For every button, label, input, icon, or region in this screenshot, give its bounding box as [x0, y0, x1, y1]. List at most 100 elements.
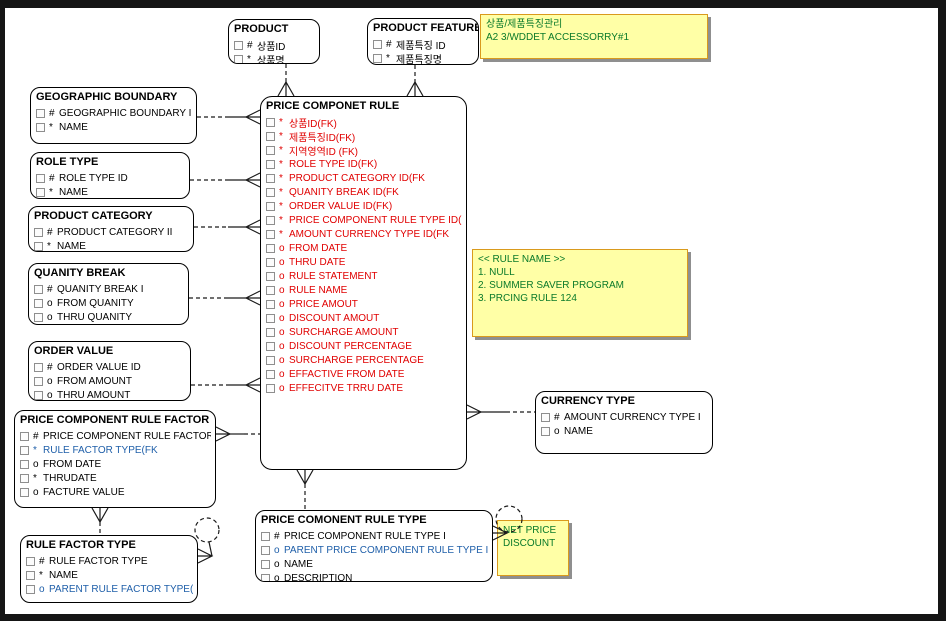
attribute-row[interactable]: #PRICE COMPONENT RULE TYPE I: [261, 529, 488, 543]
attribute-checkbox[interactable]: [266, 285, 275, 295]
connector-order-value-rule[interactable]: [191, 377, 261, 393]
attribute-checkbox[interactable]: [266, 369, 275, 379]
attribute-checkbox[interactable]: [34, 312, 43, 322]
attribute-checkbox[interactable]: [261, 545, 270, 555]
attribute-checkbox[interactable]: [266, 299, 275, 309]
connector-rule-factor-type-recursive[interactable]: [194, 517, 220, 564]
attribute-checkbox[interactable]: [36, 122, 45, 132]
connector-product-feature-rule[interactable]: [406, 65, 424, 97]
attribute-row[interactable]: #상품ID: [234, 38, 315, 52]
attribute-checkbox[interactable]: [541, 426, 550, 436]
connector-product-category-rule[interactable]: [194, 219, 261, 235]
attribute-checkbox[interactable]: [266, 145, 275, 155]
attribute-checkbox[interactable]: [266, 327, 275, 337]
attribute-checkbox[interactable]: [34, 284, 43, 294]
attribute-checkbox[interactable]: [36, 187, 45, 197]
entity-price-component-rule-factor[interactable]: PRICE COMPONENT RULE FACTOR #PRICE COMPO…: [14, 410, 216, 508]
attribute-checkbox[interactable]: [234, 40, 243, 50]
attribute-row[interactable]: *AMOUNT CURRENCY TYPE ID(FK: [266, 227, 462, 241]
attribute-row[interactable]: *ROLE TYPE ID(FK): [266, 157, 462, 171]
attribute-checkbox[interactable]: [20, 445, 29, 455]
attribute-checkbox[interactable]: [266, 271, 275, 281]
connector-role-type-rule[interactable]: [190, 172, 261, 188]
attribute-checkbox[interactable]: [266, 173, 275, 183]
attribute-checkbox[interactable]: [266, 383, 275, 393]
entity-product[interactable]: PRODUCT #상품ID*상품명: [228, 19, 320, 64]
attribute-checkbox[interactable]: [266, 117, 275, 127]
attribute-checkbox[interactable]: [266, 257, 275, 267]
attribute-checkbox[interactable]: [34, 298, 43, 308]
attribute-checkbox[interactable]: [26, 556, 35, 566]
attribute-checkbox[interactable]: [34, 241, 43, 251]
entity-price-componet-rule[interactable]: PRICE COMPONET RULE *상품ID(FK)*제품특징ID(FK)…: [260, 96, 467, 470]
attribute-checkbox[interactable]: [34, 390, 43, 400]
attribute-checkbox[interactable]: [266, 201, 275, 211]
attribute-row[interactable]: *상품명: [234, 52, 315, 63]
attribute-row[interactable]: #QUANITY BREAK I: [34, 282, 184, 296]
connector-rule-factor-rule-factor-type[interactable]: [91, 507, 109, 535]
attribute-checkbox[interactable]: [373, 39, 382, 49]
attribute-checkbox[interactable]: [261, 573, 270, 581]
attribute-row[interactable]: #ROLE TYPE ID: [36, 171, 185, 185]
attribute-row[interactable]: #ORDER VALUE ID: [34, 360, 186, 374]
attribute-row[interactable]: *ORDER VALUE ID(FK): [266, 199, 462, 213]
attribute-row[interactable]: #GEOGRAPHIC BOUNDARY I: [36, 106, 192, 120]
attribute-checkbox[interactable]: [20, 473, 29, 483]
attribute-checkbox[interactable]: [266, 229, 275, 239]
attribute-checkbox[interactable]: [541, 412, 550, 422]
attribute-checkbox[interactable]: [26, 584, 35, 594]
attribute-row[interactable]: *QUANITY BREAK ID(FK: [266, 185, 462, 199]
attribute-row[interactable]: *NAME: [34, 239, 189, 251]
attribute-row[interactable]: *PRODUCT CATEGORY ID(FK: [266, 171, 462, 185]
attribute-checkbox[interactable]: [36, 108, 45, 118]
attribute-checkbox[interactable]: [266, 187, 275, 197]
entity-product-category[interactable]: PRODUCT CATEGORY #PRODUCT CATEGORY II*NA…: [28, 206, 194, 252]
attribute-checkbox[interactable]: [266, 215, 275, 225]
entity-geographic-boundary[interactable]: GEOGRAPHIC BOUNDARY #GEOGRAPHIC BOUNDARY…: [30, 87, 197, 144]
attribute-checkbox[interactable]: [266, 243, 275, 253]
attribute-row[interactable]: *THRUDATE: [20, 471, 211, 485]
attribute-checkbox[interactable]: [34, 227, 43, 237]
attribute-checkbox[interactable]: [266, 313, 275, 323]
attribute-checkbox[interactable]: [266, 355, 275, 365]
connector-rule-rule-type[interactable]: [296, 469, 314, 510]
attribute-checkbox[interactable]: [266, 131, 275, 141]
attribute-row[interactable]: *NAME: [26, 568, 193, 582]
attribute-checkbox[interactable]: [20, 459, 29, 469]
attribute-row[interactable]: *NAME: [36, 120, 192, 134]
connector-rule-factor-rule[interactable]: [215, 426, 260, 442]
attribute-checkbox[interactable]: [373, 53, 382, 63]
connector-quanity-break-rule[interactable]: [189, 290, 261, 306]
attribute-row[interactable]: *제품특징ID(FK): [266, 129, 462, 143]
connector-geographic-boundary-rule[interactable]: [197, 109, 261, 125]
attribute-row[interactable]: #PRICE COMPONENT RULE FACTOR I: [20, 429, 211, 443]
attribute-row[interactable]: *상품ID(FK): [266, 115, 462, 129]
entity-product-feature[interactable]: PRODUCT FEATURE #제품특징 ID*제품특징명: [367, 18, 479, 65]
attribute-checkbox[interactable]: [261, 531, 270, 541]
attribute-row[interactable]: *PRICE COMPONENT RULE TYPE ID(FK: [266, 213, 462, 227]
